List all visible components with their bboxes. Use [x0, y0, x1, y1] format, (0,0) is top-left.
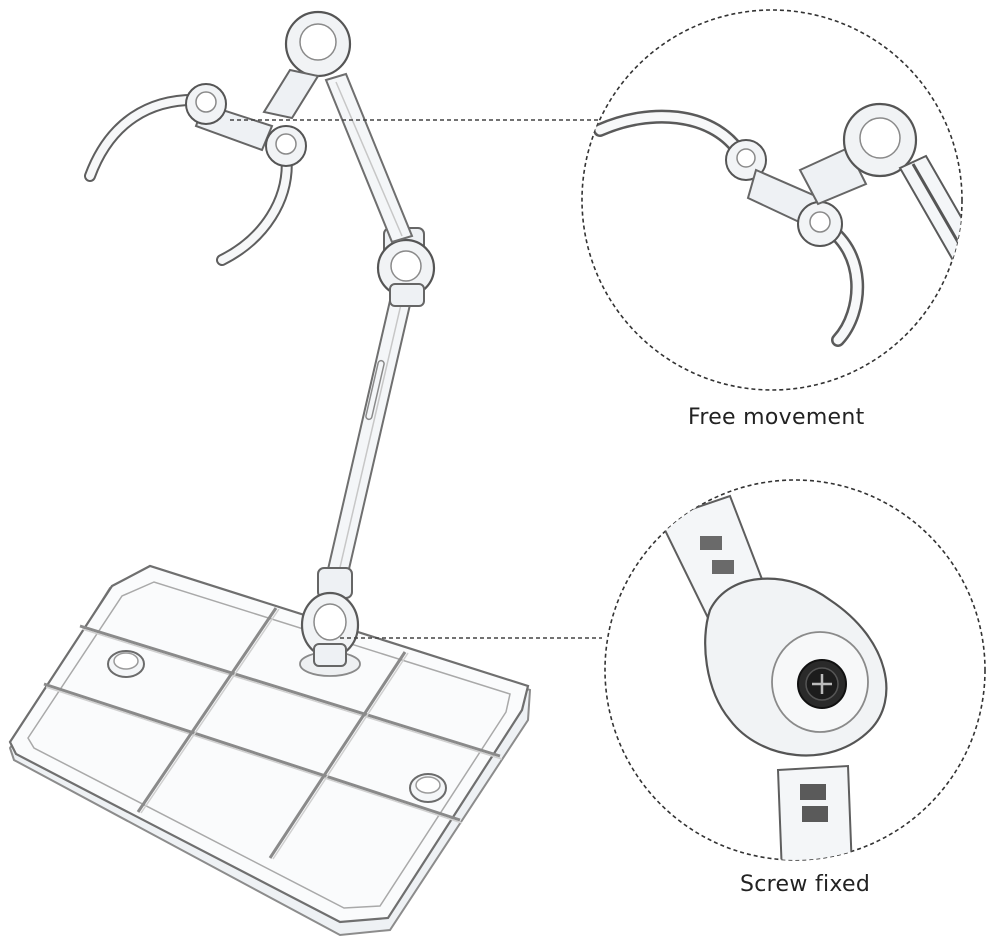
base-knob-right: [409, 773, 447, 803]
stand-lower-joint: [300, 567, 360, 667]
stand-clamp-fork: [84, 83, 307, 266]
caption-screw-fixed: Screw fixed: [740, 872, 871, 897]
stand-top-joint: [262, 10, 352, 120]
base-knob-left: [107, 650, 145, 678]
stand-middle-joint: [376, 227, 436, 307]
stand-lower-pole: [324, 290, 414, 584]
detail-circle-screw-fixed: [604, 479, 986, 861]
caption-free-movement: Free movement: [688, 405, 865, 430]
detail-circle-free-movement: [581, 9, 963, 391]
stand-base-plate: [8, 564, 532, 937]
screw-head-icon: [797, 659, 847, 709]
stand-upper-arm: [324, 72, 414, 244]
